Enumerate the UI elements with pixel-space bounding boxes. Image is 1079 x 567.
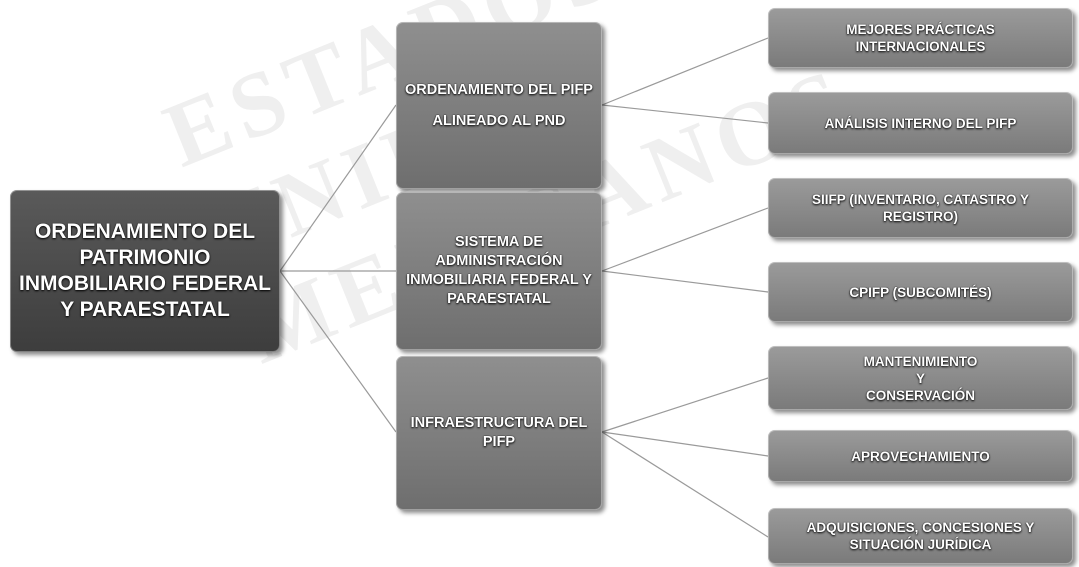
branch-node-label: ORDENAMIENTO DEL PIFP <box>405 81 593 98</box>
leaf-node-line: REGISTRO) <box>882 209 958 224</box>
root-node-label: ORDENAMIENTO DEL PATRIMONIO INMOBILIARIO… <box>19 220 271 321</box>
leaf-node-mantenimiento: MANTENIMIENTO Y CONSERVACIÓN <box>768 346 1073 410</box>
leaf-node-line: SITUACIÓN JURÍDICA <box>849 537 992 552</box>
leaf-node-mejores-practicas: MEJORES PRÁCTICAS INTERNACIONALES <box>768 8 1073 68</box>
leaf-node-line: ANÁLISIS INTERNO DEL PIFP <box>824 115 1017 131</box>
leaf-node-line: Y <box>915 370 925 386</box>
branch-node-label: SISTEMA DE ADMINISTRACIÓN INMOBILIARIA F… <box>406 234 592 307</box>
leaf-node-line: INTERNACIONALES <box>855 39 986 54</box>
leaf-node-adquisiciones: ADQUISICIONES, CONCESIONES Y SITUACIÓN J… <box>768 508 1073 564</box>
root-node: ORDENAMIENTO DEL PATRIMONIO INMOBILIARIO… <box>10 190 280 352</box>
connector-branch1-leaf1 <box>601 37 769 106</box>
leaf-node-aprovechamiento: APROVECHAMIENTO <box>768 430 1073 482</box>
leaf-node-line: CONSERVACIÓN <box>865 387 975 403</box>
leaf-node-line: SIIFP (INVENTARIO, CATASTRO Y <box>811 192 1029 207</box>
connector-branch1-leaf2 <box>601 104 769 124</box>
leaf-node-line: MEJORES PRÁCTICAS <box>846 22 995 37</box>
leaf-node-analisis-interno: ANÁLISIS INTERNO DEL PIFP <box>768 92 1073 154</box>
branch-node-label: INFRAESTRUCTURA DEL PIFP <box>410 415 588 450</box>
connector-branch3-leaf6 <box>601 431 769 457</box>
leaf-node-line: ADQUISICIONES, CONCESIONES Y <box>806 520 1035 535</box>
connector-branch3-leaf7 <box>601 431 769 538</box>
connector-root-branch3 <box>279 270 397 433</box>
leaf-node-line: CPIFP (SUBCOMITÉS) <box>849 284 992 300</box>
leaf-node-siifp: SIIFP (INVENTARIO, CATASTRO Y REGISTRO) <box>768 178 1073 238</box>
connector-branch2-leaf4 <box>601 270 769 293</box>
branch-node-sublabel: ALINEADO AL PND <box>432 112 566 129</box>
branch-node-sistema: SISTEMA DE ADMINISTRACIÓN INMOBILIARIA F… <box>396 192 602 350</box>
leaf-node-line: APROVECHAMIENTO <box>851 448 990 464</box>
connector-branch3-leaf5 <box>601 377 769 433</box>
leaf-node-cpifp: CPIFP (SUBCOMITÉS) <box>768 262 1073 322</box>
branch-node-ordenamiento: ORDENAMIENTO DEL PIFP ALINEADO AL PND <box>396 22 602 189</box>
connector-branch2-leaf3 <box>601 207 769 272</box>
leaf-node-line: MANTENIMIENTO <box>863 353 978 369</box>
connector-root-branch1 <box>279 104 397 272</box>
branch-node-infraestructura: INFRAESTRUCTURA DEL PIFP <box>396 356 602 510</box>
